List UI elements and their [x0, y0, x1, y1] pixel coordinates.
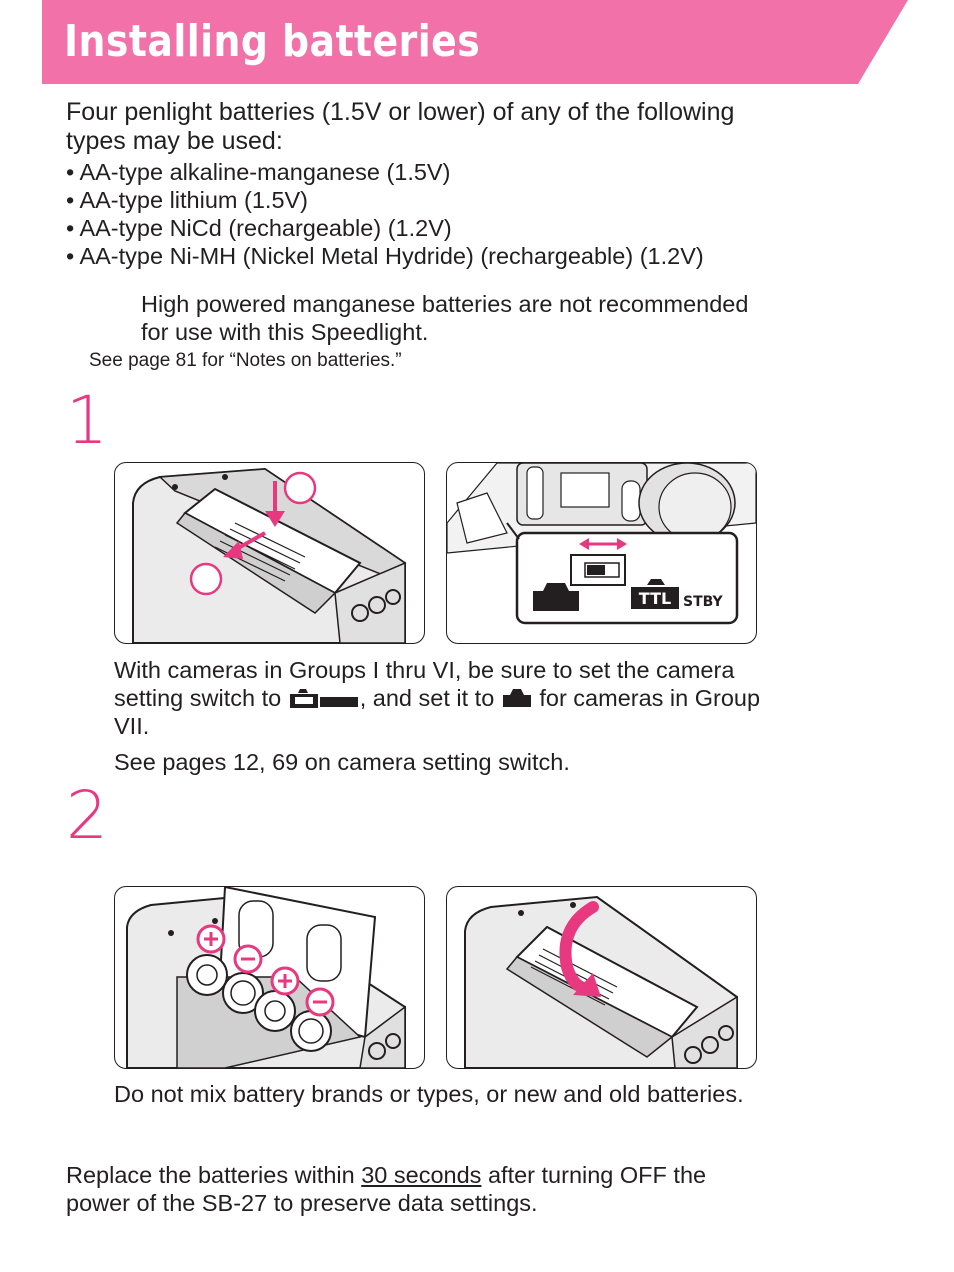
step-2-number: 2 — [66, 777, 108, 854]
step1-text-line-2: setting switch to , and set it to for ca… — [114, 684, 760, 715]
footer-line-1: Replace the batteries within 30 seconds … — [66, 1161, 706, 1189]
ttl-stby-icon — [288, 687, 360, 715]
step2-illustration-insert-batteries — [114, 886, 425, 1069]
intro-line-2: types may be used: — [66, 127, 283, 155]
step1-text-2c: for cameras in Group — [539, 685, 761, 711]
footer-line-1a: Replace the batteries within — [66, 1162, 355, 1188]
switch-label-ttl: TTL — [639, 589, 671, 608]
footer-line-1b: after turning OFF the — [487, 1162, 707, 1188]
step1-text-2b: , and set it to — [359, 685, 495, 711]
note-line-1: High powered manganese batteries are not… — [141, 291, 749, 317]
step-1-number: 1 — [66, 382, 108, 459]
see-notes-reference: See page 81 for “Notes on batteries.” — [89, 350, 402, 371]
battery-type-item: • AA-type alkaline-manganese (1.5V) — [66, 159, 451, 185]
header-banner: Installing batteries — [42, 0, 908, 84]
step2-warning: Do not mix battery brands or types, or n… — [114, 1081, 744, 1107]
step1-illustration-camera-switch: TTL STBY — [446, 462, 757, 644]
step1-see-pages: See pages 12, 69 on camera setting switc… — [114, 749, 570, 775]
page-title: Installing batteries — [64, 16, 481, 67]
note-line-2: for use with this Speedlight. — [141, 319, 429, 345]
step1-text-line-1: With cameras in Groups I thru VI, be sur… — [114, 657, 735, 683]
battery-type-item: • AA-type Ni-MH (Nickel Metal Hydride) (… — [66, 243, 704, 269]
battery-type-item: • AA-type lithium (1.5V) — [66, 187, 309, 213]
banner-shape — [42, 0, 908, 84]
switch-label-stby: STBY — [683, 594, 724, 610]
step1-illustration-open-cover — [114, 462, 425, 644]
step2-illustration-close-cover — [446, 886, 757, 1069]
battery-type-item: • AA-type NiCd (rechargeable) (1.2V) — [66, 215, 452, 241]
footer-line-2: power of the SB-27 to preserve data sett… — [66, 1190, 538, 1216]
manual-camera-icon — [501, 687, 533, 715]
step1-text-2a: setting switch to — [114, 685, 282, 711]
footer-underlined-time: 30 seconds — [361, 1162, 482, 1188]
step1-text-line-3: VII. — [114, 713, 150, 739]
intro-line-1: Four penlight batteries (1.5V or lower) … — [66, 98, 735, 126]
